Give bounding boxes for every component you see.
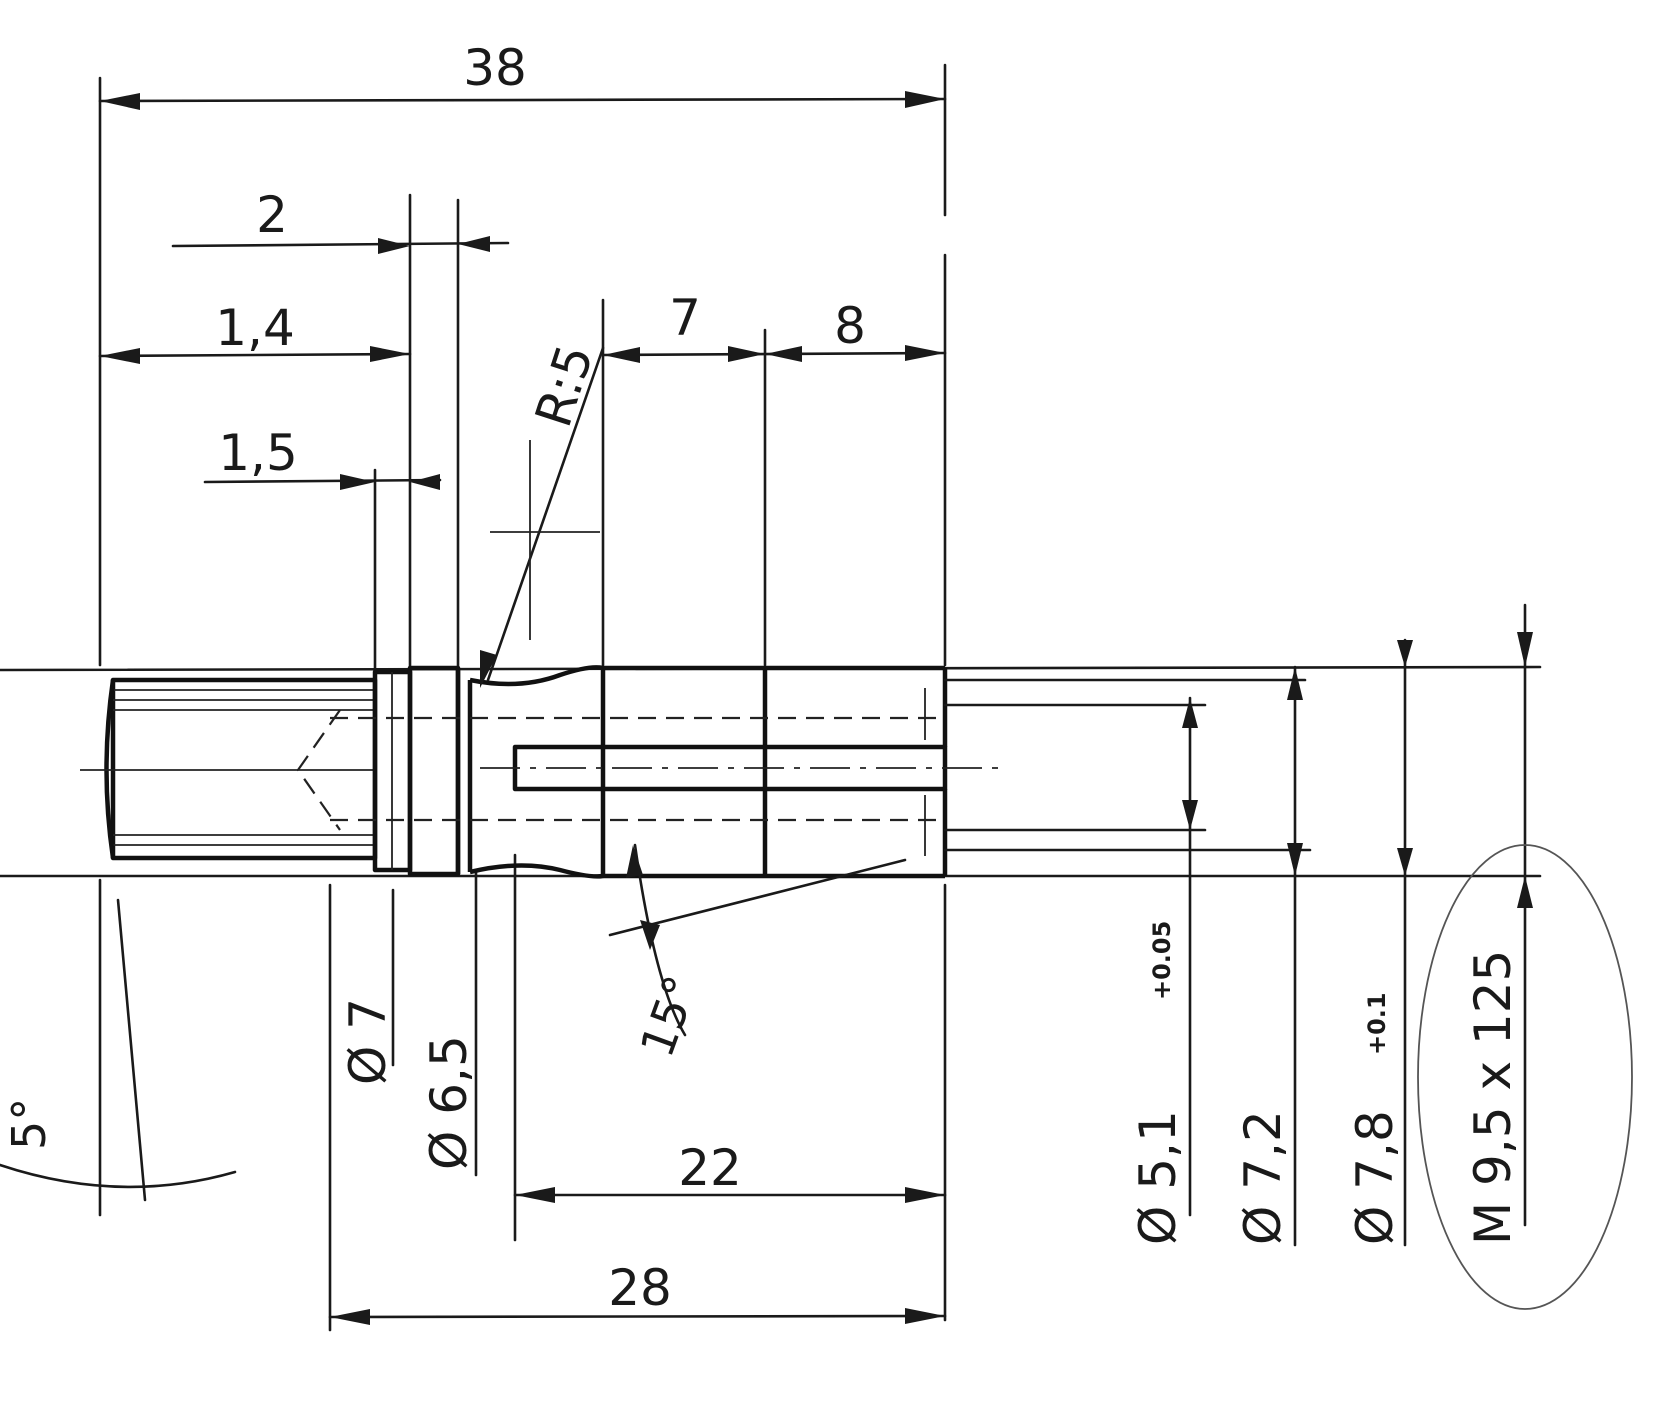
dimension-lines (98, 91, 947, 1325)
dim-dia-7-8-tolerance: +0.1 (1363, 992, 1391, 1055)
dim-22: 22 (678, 1139, 742, 1197)
dim-dia-5-1-tolerance: +0.05 (1148, 921, 1176, 1000)
dim-8: 8 (834, 297, 866, 355)
part-outline (0, 665, 1542, 879)
dim-radius: R:5 (524, 338, 604, 434)
dim-dia-7-2: Ø 7,2 (1234, 1110, 1292, 1245)
dim-1-5: 1,5 (218, 424, 298, 482)
dim-dia-5-1: Ø 5,1 (1129, 1110, 1187, 1245)
dim-7: 7 (669, 289, 701, 347)
dim-angle-15: 15° (630, 969, 709, 1064)
dim-1-4: 1,4 (215, 299, 295, 357)
dim-38: 38 (463, 39, 527, 97)
dim-angle-left: 5° (2, 1098, 56, 1150)
diameter-dimensions (943, 603, 1533, 1247)
dim-dia-7: Ø 7 (339, 998, 397, 1085)
annotation-ellipse (1417, 844, 1633, 1310)
dim-2: 2 (256, 186, 288, 244)
dim-28: 28 (608, 1259, 672, 1317)
dimension-labels: 38 2 1,4 1,5 7 8 R:5 15° 22 28 Ø 7 Ø 6,5… (2, 39, 1522, 1317)
dim-dia-6-5: Ø 6,5 (420, 1035, 478, 1170)
dim-thread: M 9,5 x 125 (1464, 950, 1522, 1245)
dim-dia-7-8: Ø 7,8 (1346, 1110, 1404, 1245)
leader-lines (0, 346, 907, 1202)
extension-lines (98, 63, 947, 1332)
